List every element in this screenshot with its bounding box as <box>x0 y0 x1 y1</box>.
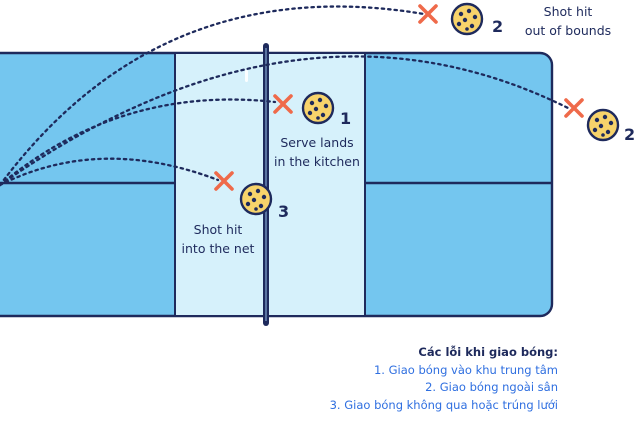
label-out-line-1: Shot hit <box>544 4 593 19</box>
trajectory-out-right <box>0 55 570 187</box>
kitchen-zone <box>174 52 366 317</box>
legend: Các lỗi khi giao bóng: 1. Giao bóng vào … <box>330 344 558 414</box>
legend-title: Các lỗi khi giao bóng: <box>418 345 558 359</box>
trajectory-net <box>0 157 220 187</box>
pickleball-icon <box>301 91 335 125</box>
label-out-line-2: out of bounds <box>525 23 611 38</box>
marker-out-top-number: 2 <box>492 17 503 36</box>
trajectory-out-top <box>0 5 426 187</box>
marker-kitchen-number: 1 <box>340 109 351 128</box>
label-out-of-bounds: Shot hit out of bounds <box>525 4 611 38</box>
pickleball-icon <box>450 2 484 36</box>
serve-trajectories <box>0 5 570 187</box>
marker-net-number: 3 <box>278 202 289 221</box>
label-kitchen-line-2: in the kitchen <box>274 154 360 169</box>
label-net-line-2: into the net <box>182 241 255 256</box>
label-kitchen: Serve lands in the kitchen <box>274 135 360 169</box>
court <box>0 43 554 326</box>
pickleball-icon <box>239 182 273 216</box>
label-kitchen-line-1: Serve lands <box>280 135 353 150</box>
label-net-line-1: Shot hit <box>194 222 243 237</box>
trajectory-kitchen <box>0 98 277 187</box>
legend-item: 3. Giao bóng không qua hoặc trúng lưới <box>329 397 558 412</box>
label-net: Shot hit into the net <box>182 222 255 256</box>
legend-item: 2. Giao bóng ngoài sân <box>425 380 558 394</box>
legend-item: 1. Giao bóng vào khu trung tâm <box>373 362 558 377</box>
pickleball-icon <box>586 108 620 142</box>
marker-out-right-number: 2 <box>624 125 635 144</box>
